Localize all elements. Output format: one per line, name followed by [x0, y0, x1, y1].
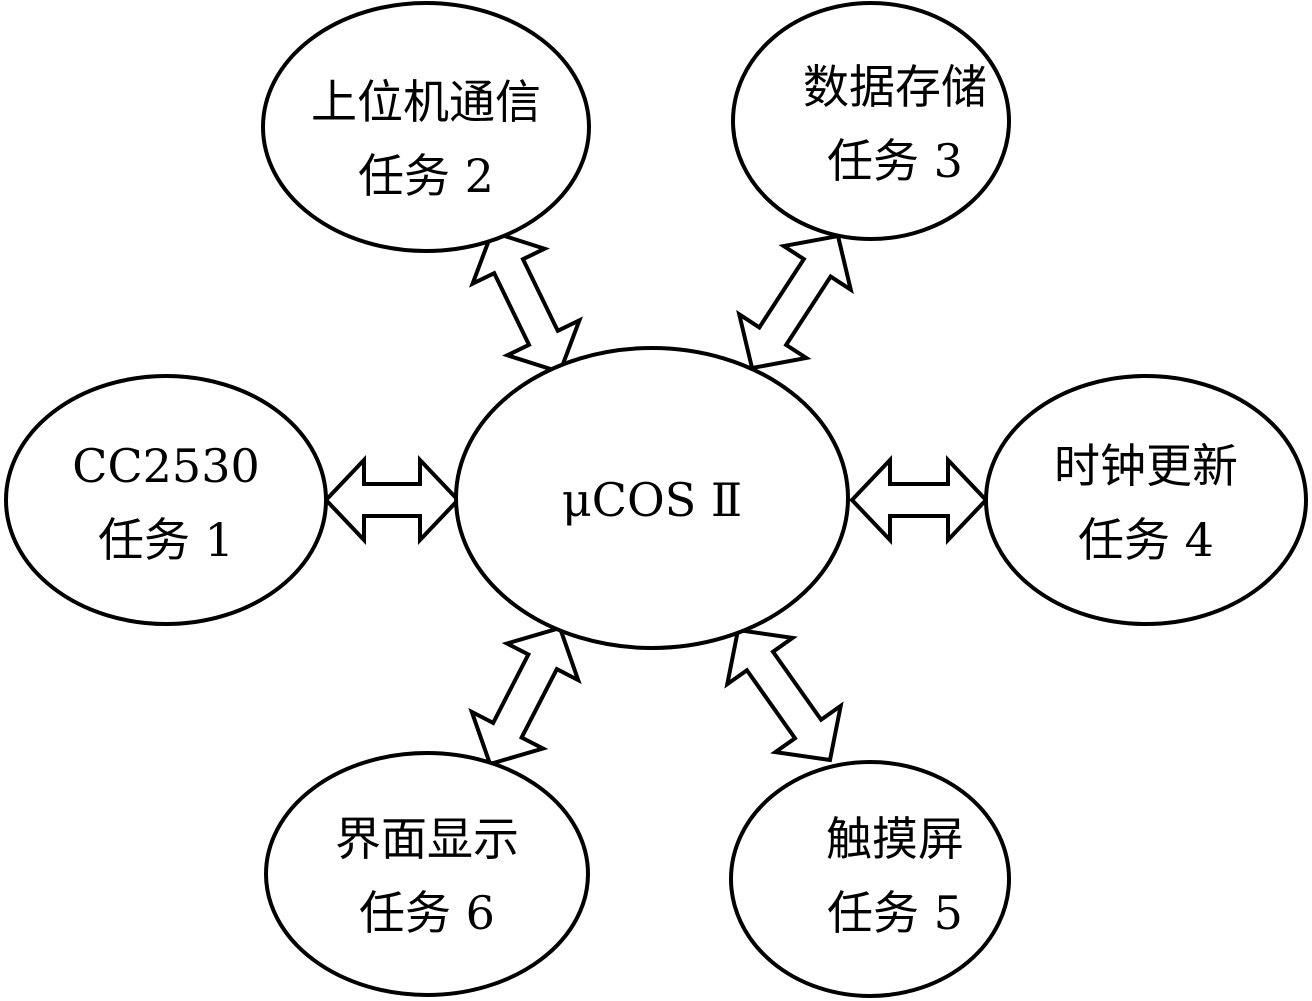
- task-node-5: 触摸屏 任务 5: [729, 760, 1011, 998]
- task-ellipse: [984, 374, 1308, 626]
- task-line1: 界面显示: [335, 812, 519, 866]
- task-line2: 任务 2: [358, 149, 494, 203]
- task-line2: 任务 6: [359, 886, 495, 940]
- double-arrow-6: [724, 627, 844, 763]
- task-node-3: 数据存储 任务 3: [731, 1, 1011, 241]
- task-ellipse: [729, 760, 1011, 998]
- task-line1: 触摸屏: [826, 812, 964, 866]
- center-node: μCOS Ⅱ: [454, 346, 850, 650]
- task-ellipse: [4, 374, 328, 626]
- task-ellipse: [261, 1, 591, 253]
- task-line2: 任务 3: [827, 134, 963, 188]
- task-line2: 任务 4: [1078, 513, 1214, 567]
- task-line1: CC2530: [72, 439, 259, 493]
- double-arrow-2: [849, 454, 989, 546]
- task-node-6: 界面显示 任务 6: [264, 751, 590, 997]
- task-line1: 时钟更新: [1054, 439, 1238, 493]
- task-ellipse: [264, 751, 590, 997]
- task-node-2: 上位机通信 任务 2: [261, 1, 591, 253]
- task-node-1: CC2530 任务 1: [4, 374, 328, 626]
- task-node-4: 时钟更新 任务 4: [984, 374, 1308, 626]
- double-arrow-1: [323, 454, 461, 546]
- task-line1: 数据存储: [803, 60, 987, 114]
- task-ellipse: [731, 1, 1011, 241]
- task-line2: 任务 5: [827, 886, 963, 940]
- task-line2: 任务 1: [98, 513, 234, 567]
- arrows: [323, 229, 989, 767]
- center-label: μCOS Ⅱ: [562, 473, 742, 527]
- center-ellipse: [454, 346, 850, 650]
- task-line1: 上位机通信: [311, 75, 541, 129]
